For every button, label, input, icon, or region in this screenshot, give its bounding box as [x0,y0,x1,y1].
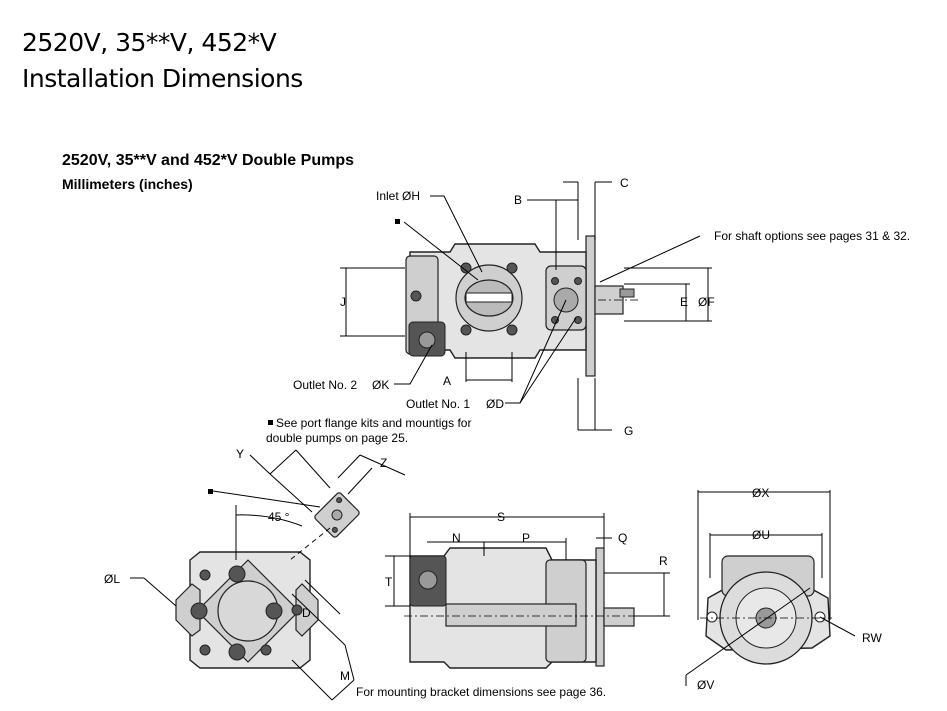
dim-j-label: J [340,295,346,309]
dim-g-label: G [624,424,633,438]
dim-d-side-label: D [302,606,311,620]
dim-z-label: Z [380,456,387,470]
port-flange-note-1: See port flange kits and mountigs for [276,416,471,430]
mounting-bracket-note: For mounting bracket dimensions see page… [356,685,606,699]
dim-q-label: Q [618,531,627,545]
dim-n-label: N [452,531,461,545]
dim-t-label: T [385,575,393,589]
title-line-1: 2520V, 35**V, 452*V [22,28,277,57]
inlet-label: Inlet ØH [376,189,420,203]
front-view-dimensions [685,490,856,686]
outlet-1-label: Outlet No. 1 [406,397,470,411]
shaft-options-note: For shaft options see pages 31 & 32. [714,229,910,243]
note-marker-square [395,219,400,224]
outlet-2-label: Outlet No. 2 [293,378,357,392]
note-marker-square-2 [268,420,273,425]
units-label: Millimeters (inches) [62,176,193,192]
dim-l-label: ØL [104,572,120,586]
section-subtitle: 2520V, 35**V and 452*V Double Pumps [62,152,354,169]
title-line-2: Installation Dimensions [22,64,303,93]
dim-v-label: ØV [697,678,714,692]
dim-c-label: C [620,176,629,190]
dim-p-label: P [522,531,530,545]
dim-s-label: S [497,510,505,524]
dim-u-label: ØU [752,528,770,542]
end-view [175,492,360,669]
dim-x-label: ØX [752,486,769,500]
side-view [404,547,642,669]
side-view-dimensions [385,513,670,617]
front-view [700,555,832,665]
port-flange-note-2: double pumps on page 25. [266,431,408,445]
dim-b-label: B [514,193,522,207]
dim-f-label: ØF [698,295,715,309]
inlet-leader [430,195,483,273]
note-marker-square-3 [208,489,213,494]
top-view [405,235,640,377]
end-view-dimensions [130,449,406,701]
angle-label: 45 ° [268,510,290,524]
dim-d-label: ØD [486,397,504,411]
dim-e-label: E [680,295,688,309]
dim-r-label: R [659,554,668,568]
dim-m-label: M [340,669,350,683]
dim-a-label: A [443,374,451,388]
top-view-dimensions [340,181,712,431]
dim-rw-label: RW [862,631,882,645]
dim-k-label: ØK [372,378,389,392]
dim-y-label: Y [236,447,244,461]
mounting-flange [585,235,596,377]
